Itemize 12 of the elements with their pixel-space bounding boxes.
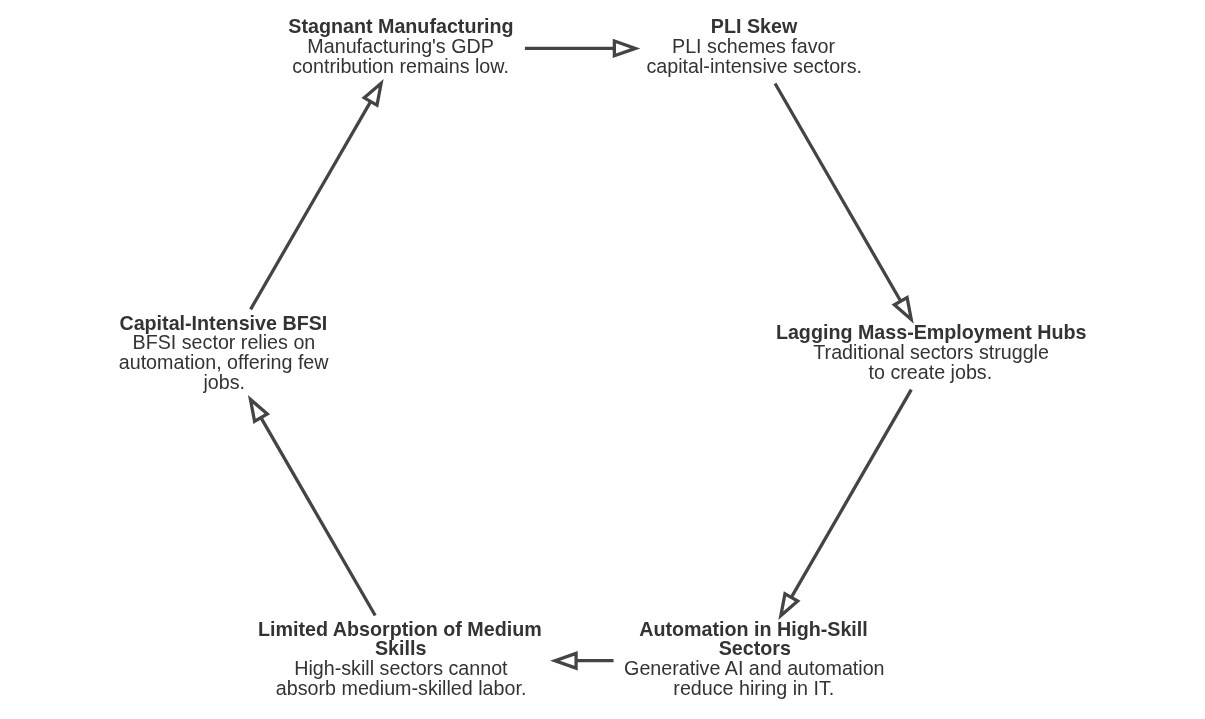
arrow xyxy=(524,38,640,59)
arrow xyxy=(248,79,384,311)
arrow xyxy=(777,388,913,620)
node-text: Limited Absorption of Medium Skills High-skill sectors cannot absorb medium-skilled labor. xyxy=(257,617,542,699)
node-text: Stagnant Manufacturing Manufacturing's GDP contribution remains low. xyxy=(287,15,514,77)
node-text: Lagging Mass-Employment Hubs Traditional sectors struggle to create jobs. xyxy=(775,321,1087,383)
node-text: Capital-Intensive BFSI BFSI sector relies on automation, offering few jobs. xyxy=(118,311,329,393)
node-text: Automation in High-Skill Sectors Generative AI and automation reduce hiring in IT. xyxy=(623,617,885,699)
arrow xyxy=(549,651,614,671)
node-text: PLI Skew PLI schemes favor capital-intensive sectors. xyxy=(645,15,862,77)
arrow xyxy=(773,82,914,324)
arrow xyxy=(247,395,377,617)
